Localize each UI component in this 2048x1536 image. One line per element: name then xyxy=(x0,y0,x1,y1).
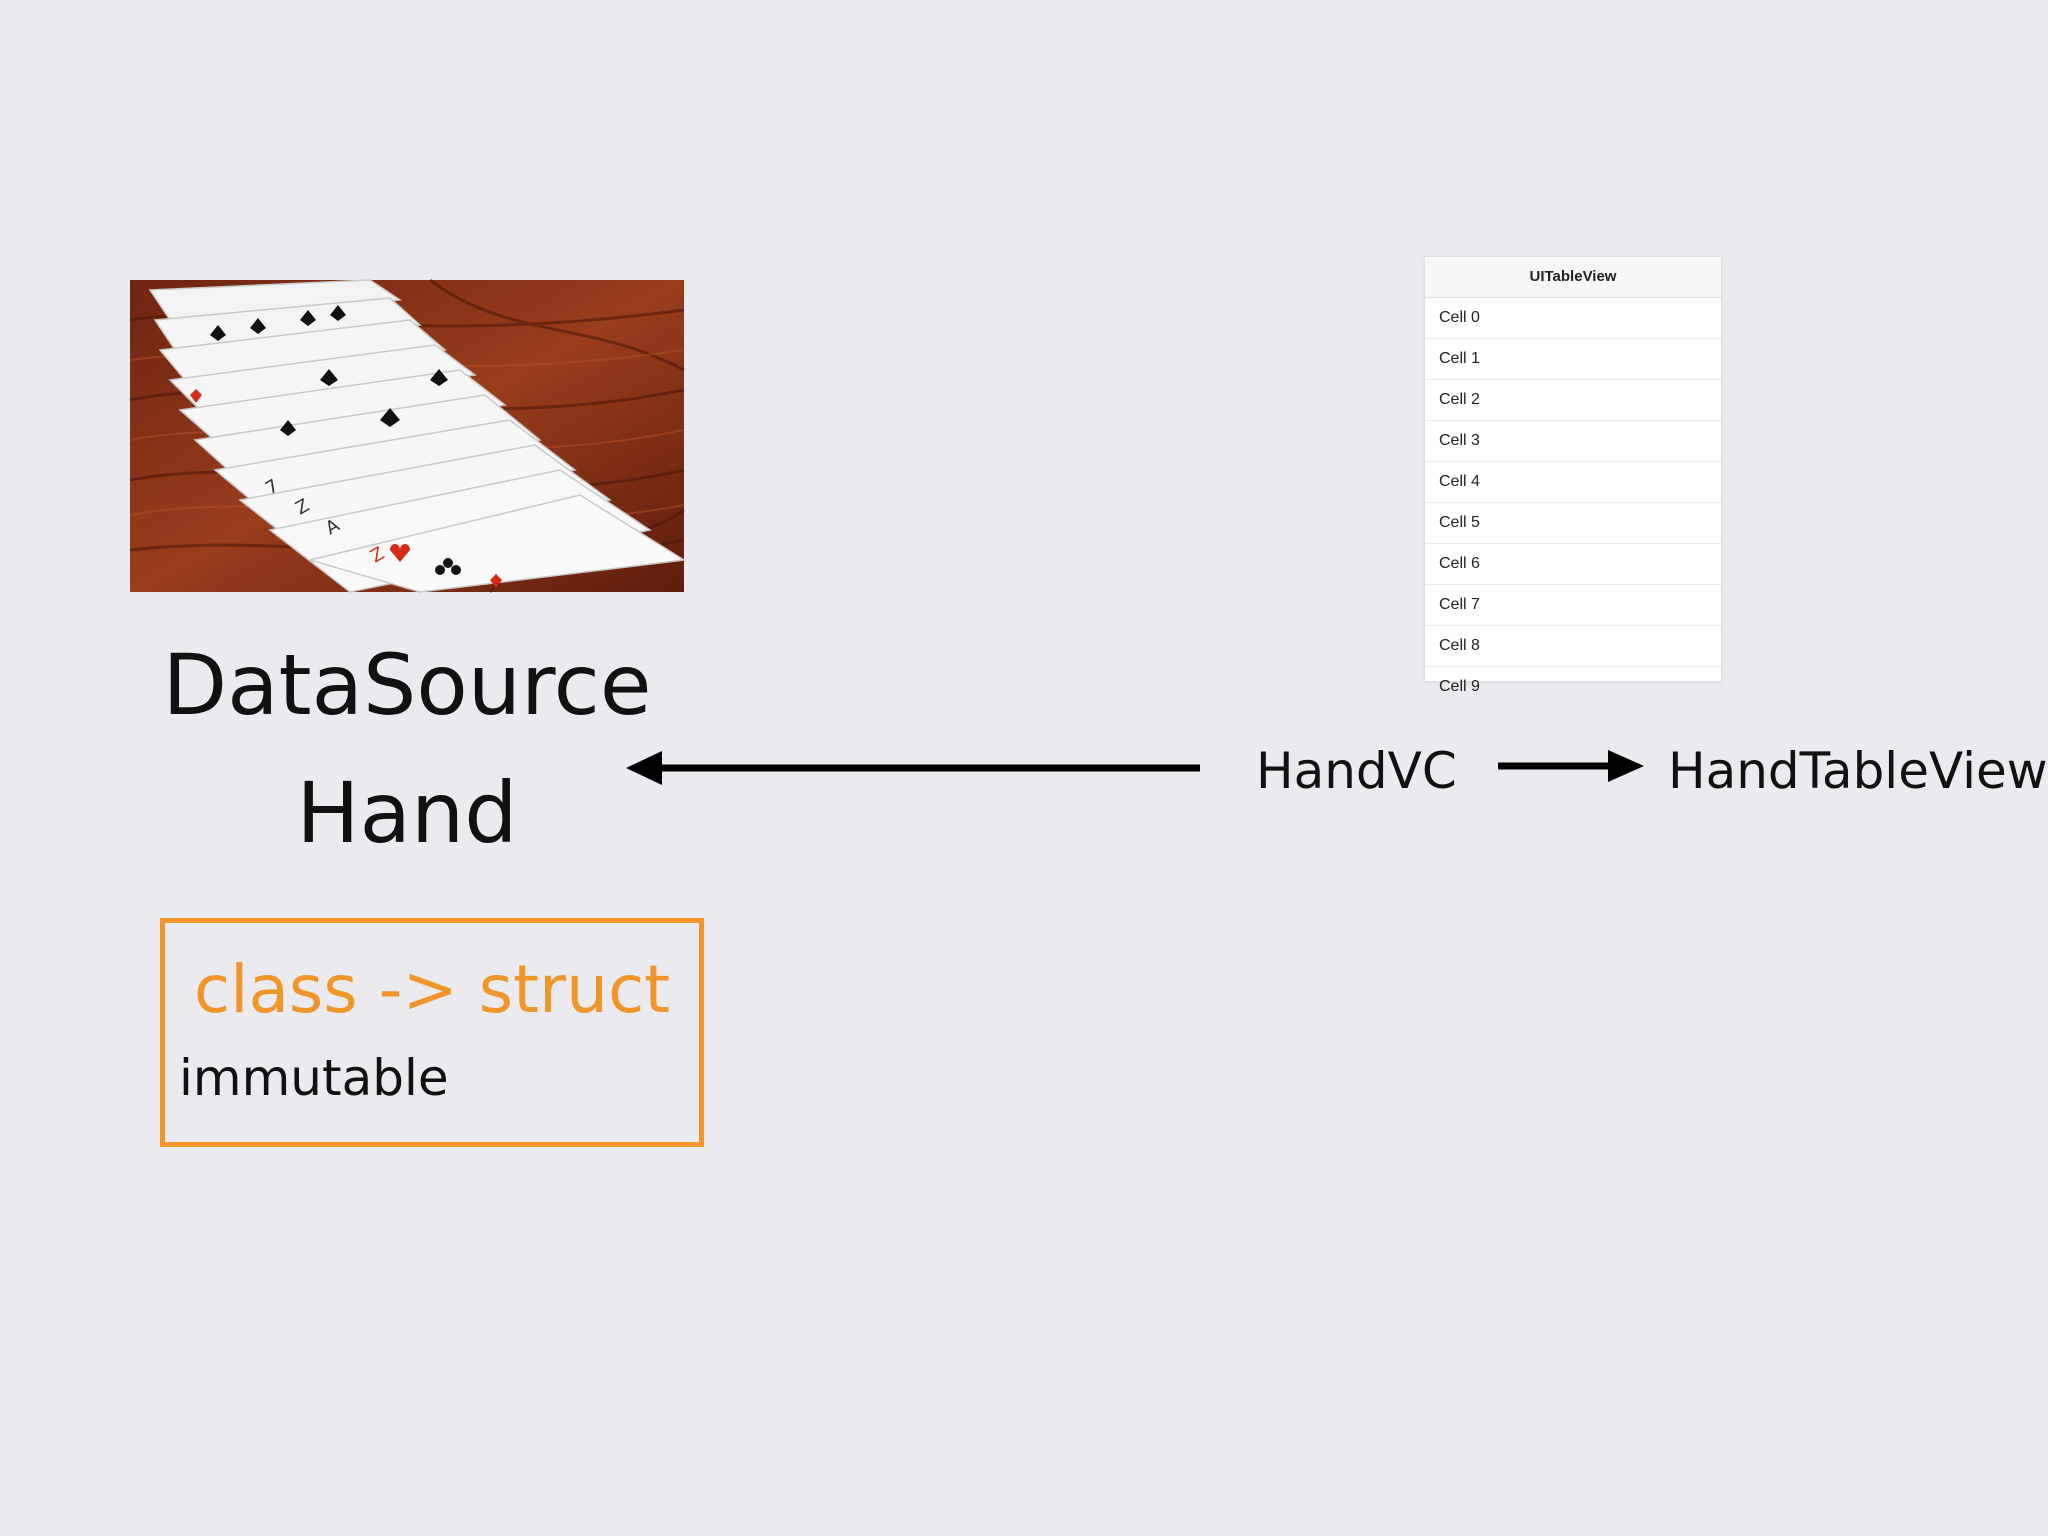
playing-cards-photo: 7 Z A Z xyxy=(129,278,687,594)
uitableview-mockup: UITableView Cell 0 Cell 1 Cell 2 Cell 3 … xyxy=(1424,256,1722,708)
tableview-header: UITableView xyxy=(1425,257,1721,298)
datasource-title: DataSource xyxy=(162,636,652,734)
handtableview-label: HandTableView xyxy=(1668,742,2048,800)
table-cell: Cell 5 xyxy=(1425,503,1721,544)
table-cell: Cell 7 xyxy=(1425,585,1721,626)
table-cell: Cell 3 xyxy=(1425,421,1721,462)
arrow-to-datasource xyxy=(626,751,1200,785)
table-cell: Cell 4 xyxy=(1425,462,1721,503)
table-cell: Cell 1 xyxy=(1425,339,1721,380)
handvc-label: HandVC xyxy=(1256,742,1457,800)
table-cell: Cell 0 xyxy=(1425,298,1721,339)
hand-model-label: Hand xyxy=(296,764,518,862)
class-to-struct-note: class -> struct immutable xyxy=(160,918,704,1147)
table-cell: Cell 8 xyxy=(1425,626,1721,667)
note-title: class -> struct xyxy=(193,951,671,1028)
arrow-to-tableview xyxy=(1498,750,1644,782)
note-subtitle: immutable xyxy=(179,1049,449,1107)
table-cell: Cell 6 xyxy=(1425,544,1721,585)
table-cell: Cell 9 xyxy=(1425,667,1721,708)
table-cell: Cell 2 xyxy=(1425,380,1721,421)
